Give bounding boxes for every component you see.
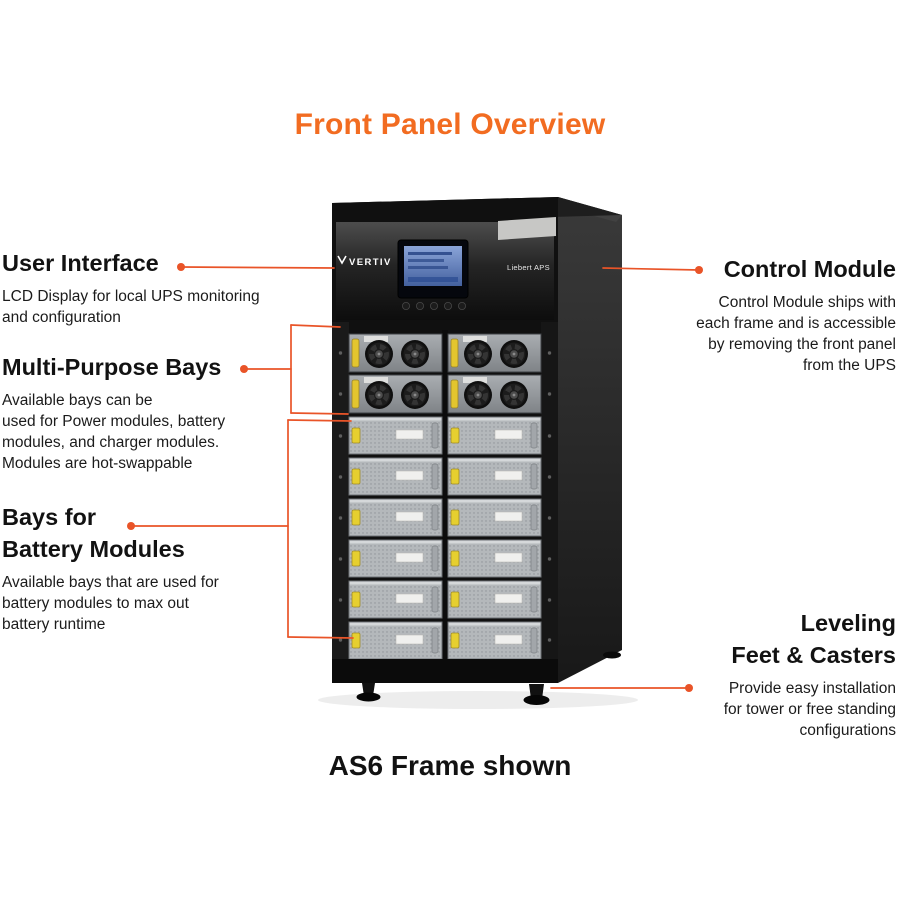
fan-module <box>349 375 442 413</box>
callout-description: Available bays can be used for Power mod… <box>2 391 226 473</box>
battery-module <box>348 580 443 619</box>
fan-module <box>349 334 442 372</box>
brand-logo-text: VERTIV <box>349 257 392 268</box>
callout-description: LCD Display for local UPS monitoring and… <box>2 287 260 327</box>
battery-module <box>348 621 443 660</box>
ups-unit: VERTIV Liebert APS <box>332 197 622 705</box>
callout-title: Multi-Purpose Bays <box>2 354 222 380</box>
leveling-foot-right <box>523 684 550 705</box>
callout-description: Available bays that are used for battery… <box>2 573 219 634</box>
ground-shadow <box>318 691 638 709</box>
lcd-display <box>397 239 469 299</box>
battery-module <box>348 498 443 537</box>
vertiv-logo: VERTIV <box>337 255 392 268</box>
callout-description: Control Module ships with each frame and… <box>696 293 896 375</box>
frame-caption: AS6 Frame shown <box>328 750 572 781</box>
left-rail <box>332 322 349 662</box>
callout-title: Control Module <box>723 256 896 282</box>
page-title: Front Panel Overview <box>294 108 606 141</box>
callout-lines <box>127 263 703 692</box>
battery-module <box>447 416 542 455</box>
callout-line-control-module <box>602 266 703 274</box>
battery-module <box>348 539 443 578</box>
callout-battery-bays: Bays for Battery Modules Available bays … <box>2 502 302 635</box>
battery-module <box>447 457 542 496</box>
callout-leveling-feet: Leveling Feet & Casters Provide easy ins… <box>646 608 896 741</box>
fan-module <box>448 334 541 372</box>
callout-line-leveling-feet <box>550 684 693 692</box>
battery-module <box>348 457 443 496</box>
leveling-foot-left <box>356 683 381 702</box>
ups-side-panel <box>558 197 622 683</box>
control-panel: VERTIV Liebert APS <box>336 217 556 320</box>
rail-screws <box>338 351 552 642</box>
model-label: Liebert APS <box>507 263 550 272</box>
ups-base <box>332 659 558 683</box>
callout-multi-purpose-bays: Multi-Purpose Bays Available bays can be… <box>2 352 302 474</box>
battery-module <box>348 416 443 455</box>
lcd-buttons <box>401 301 466 310</box>
callout-title: Leveling Feet & Casters <box>731 610 896 668</box>
battery-module <box>447 539 542 578</box>
right-rail <box>541 322 558 662</box>
callout-title: Bays for Battery Modules <box>2 504 185 562</box>
callout-description: Provide easy installation for tower or f… <box>723 679 896 740</box>
battery-module <box>447 580 542 619</box>
label-sticker <box>498 217 556 240</box>
battery-module <box>447 498 542 537</box>
leveling-foot-rear <box>603 651 621 659</box>
fan-module <box>448 375 541 413</box>
callout-title: User Interface <box>2 250 159 276</box>
battery-module <box>447 621 542 660</box>
callout-user-interface: User Interface LCD Display for local UPS… <box>2 248 302 328</box>
callout-control-module: Control Module Control Module ships with… <box>646 254 896 376</box>
center-divider <box>442 330 448 660</box>
callout-line-multi-purpose-bays <box>240 324 349 415</box>
callout-line-battery-bays <box>127 419 354 639</box>
callout-line-user-interface <box>177 263 335 271</box>
